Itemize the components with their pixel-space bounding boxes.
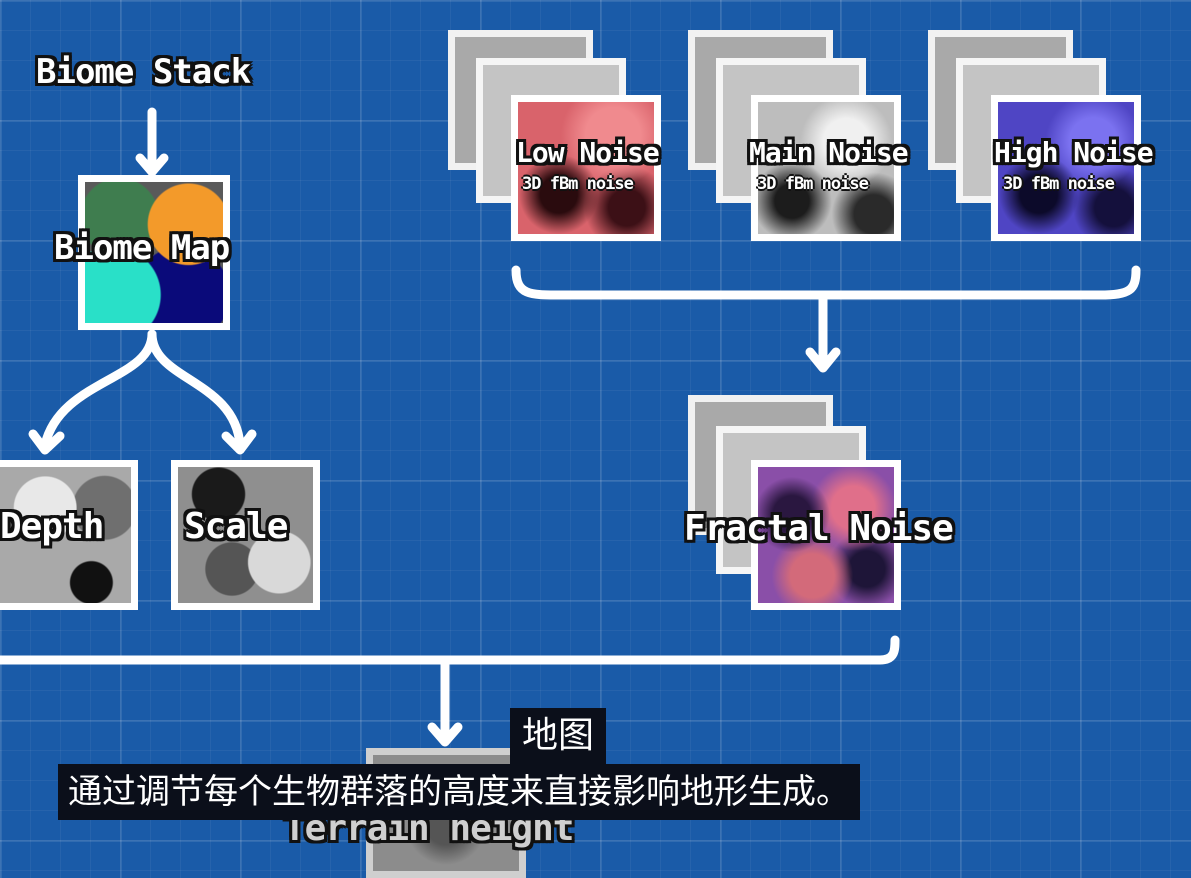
- arrow-to-terrain: [0, 635, 900, 665]
- fractal-noise-card: [751, 460, 901, 610]
- biome-map-card: [78, 175, 230, 330]
- biome-map-label: Biome Map: [54, 228, 230, 268]
- high-noise-subtitle: 3D fBm noise: [1003, 174, 1115, 194]
- main-noise-card: [751, 95, 901, 241]
- caption-line-1: 地图: [510, 708, 607, 764]
- arrow-noises-to-fractal: [511, 265, 1141, 300]
- scale-label: Scale: [184, 506, 288, 547]
- low-noise-subtitle: 3D fBm noise: [522, 174, 634, 194]
- low-noise-card: [511, 95, 661, 241]
- main-noise-subtitle: 3D fBm noise: [757, 174, 869, 194]
- high-noise-title: High Noise: [994, 136, 1154, 169]
- arrow-map-to-scale: [147, 329, 245, 450]
- scale-card: [171, 460, 320, 610]
- arrow-map-to-depth: [40, 329, 157, 450]
- caption-line-2: 通过调节每个生物群落的高度来直接影响地形生成。: [58, 764, 860, 820]
- main-noise-title: Main Noise: [749, 136, 909, 169]
- depth-card: [0, 460, 138, 610]
- high-noise-card: [991, 95, 1141, 241]
- fractal-noise-label: Fractal Noise: [684, 508, 954, 549]
- depth-label: Depth: [0, 506, 104, 547]
- low-noise-title: Low Noise: [516, 136, 660, 169]
- biome-stack-label: Biome Stack: [36, 52, 251, 92]
